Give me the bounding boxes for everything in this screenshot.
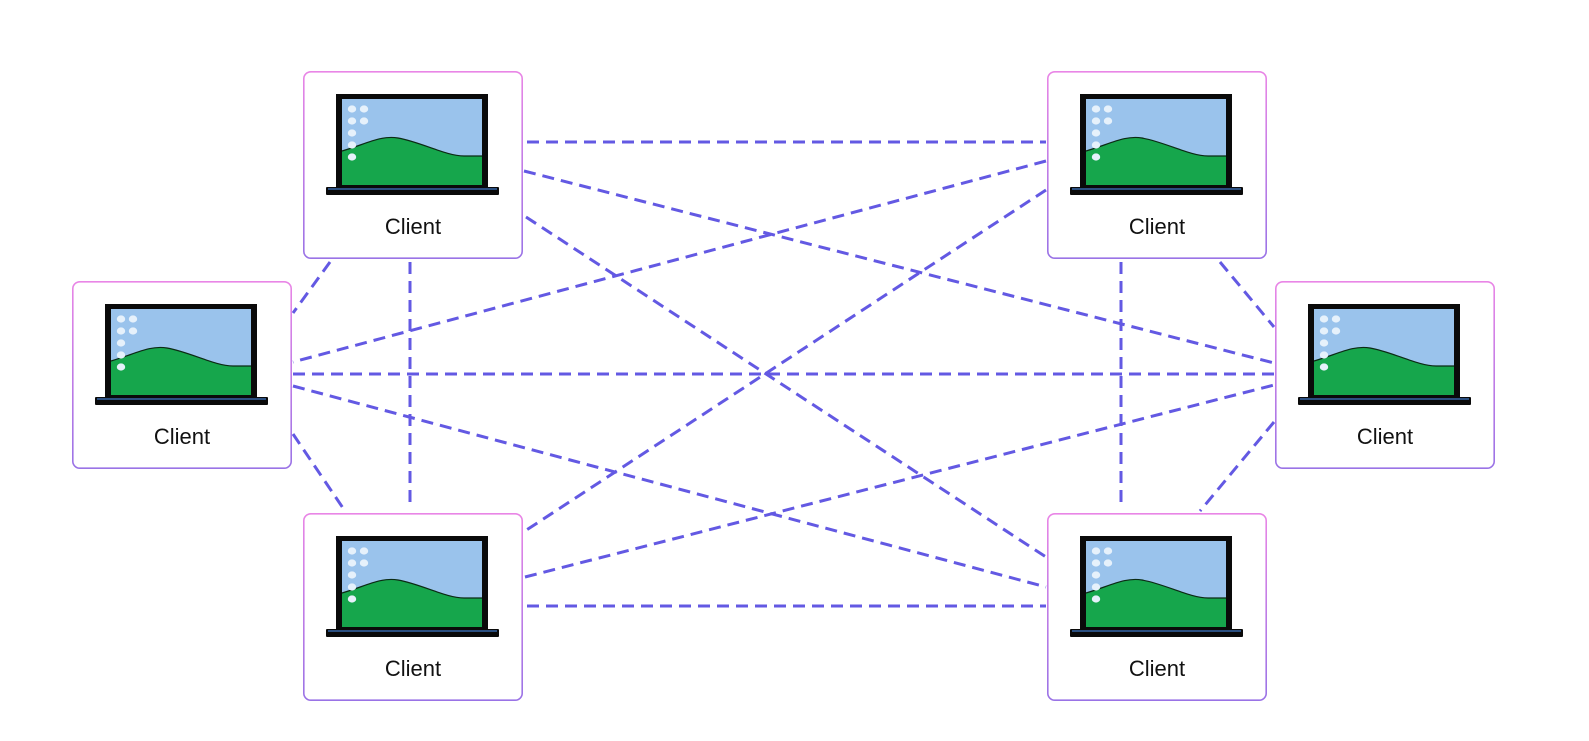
connection-top-right-to-bottom-left (524, 188, 1047, 533)
client-node-bottom-right[interactable]: Client (1047, 513, 1267, 701)
connection-middle-right-to-bottom-right (1198, 421, 1276, 512)
connection-top-left-to-bottom-right (525, 215, 1047, 559)
client-node-label: Client (154, 424, 210, 449)
client-node-label: Client (1129, 214, 1185, 239)
client-node-label: Client (1357, 424, 1413, 449)
connection-top-left-to-middle-left (291, 261, 332, 314)
client-node-middle-right[interactable]: Client (1275, 281, 1495, 469)
client-node-label: Client (385, 214, 441, 239)
client-node-bottom-left[interactable]: Client (303, 513, 523, 701)
laptop-icon (326, 94, 499, 195)
client-node-top-right[interactable]: Client (1047, 71, 1267, 259)
connection-top-right-to-middle-right (1218, 261, 1276, 328)
client-node-label: Client (385, 656, 441, 681)
laptop-icon (95, 304, 268, 405)
laptop-icon (1070, 536, 1243, 637)
connection-bottom-left-to-middle-right (524, 383, 1275, 579)
client-node-top-left[interactable]: Client (303, 71, 523, 259)
connection-middle-left-to-bottom-left (291, 433, 347, 512)
laptop-icon (1070, 94, 1243, 195)
client-node-middle-left[interactable]: Client (72, 281, 292, 469)
client-node-label: Client (1129, 656, 1185, 681)
connection-top-right-to-middle-left (292, 159, 1047, 364)
laptop-icon (326, 536, 499, 637)
connection-middle-left-to-bottom-right (292, 384, 1047, 589)
laptop-icon (1298, 304, 1471, 405)
connection-top-left-to-middle-right (523, 169, 1275, 365)
connections-layer (291, 140, 1276, 608)
